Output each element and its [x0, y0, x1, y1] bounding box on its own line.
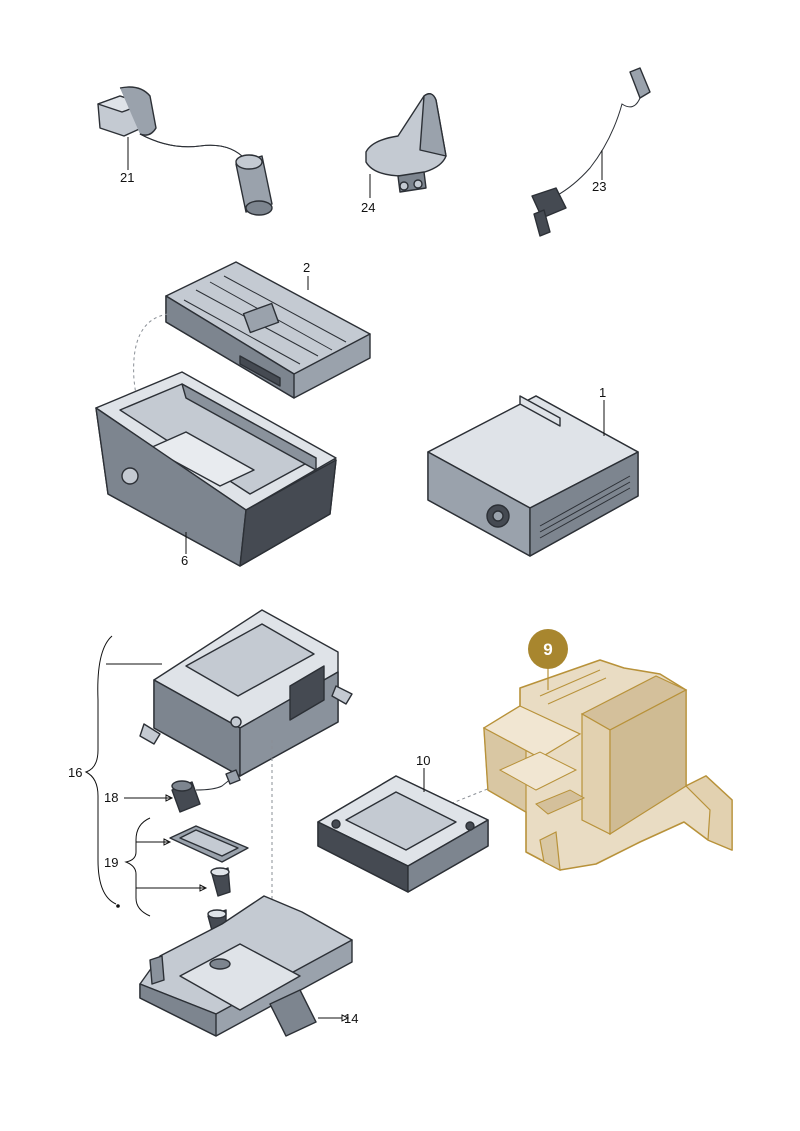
label-2: 2 [303, 260, 310, 275]
part-23-antenna-cable[interactable] [531, 67, 651, 237]
label-23: 23 [592, 179, 606, 194]
leader-14-arrow [341, 1014, 350, 1022]
label-10: 10 [416, 753, 430, 768]
leader-18-arrow [165, 794, 174, 802]
leader-16-dot [116, 904, 120, 908]
part-2-charging-pad[interactable] [165, 261, 371, 399]
part-6-storage-tray[interactable] [95, 371, 337, 567]
leader-19-arrow-b [199, 884, 208, 892]
bracket-16 [84, 635, 117, 905]
label-24: 24 [361, 200, 375, 215]
part-24-roof-antenna[interactable] [365, 93, 447, 193]
part-21-cable-assembly[interactable] [97, 86, 273, 216]
label-19: 19 [104, 855, 118, 870]
label-6: 6 [181, 553, 188, 568]
bracket-19 [124, 817, 151, 917]
assembly-dashline-10-9 [439, 783, 501, 809]
label-21: 21 [120, 170, 134, 185]
badge-9: 9 [528, 629, 568, 669]
part-18-connector-plug[interactable] [171, 769, 241, 813]
label-18: 18 [104, 790, 118, 805]
label-14: 14 [344, 1011, 358, 1026]
part-16-control-unit[interactable] [139, 609, 353, 777]
part-10-interface-module[interactable] [317, 775, 489, 893]
label-16: 16 [68, 765, 82, 780]
label-9: 9 [543, 640, 552, 659]
part-14-mounting-bracket[interactable] [139, 895, 353, 1037]
part-1-radio-unit[interactable] [427, 395, 639, 557]
leader-19-arrow-a [163, 838, 172, 846]
part-9-holder-highlighted[interactable] [482, 659, 733, 872]
label-1: 1 [599, 385, 606, 400]
